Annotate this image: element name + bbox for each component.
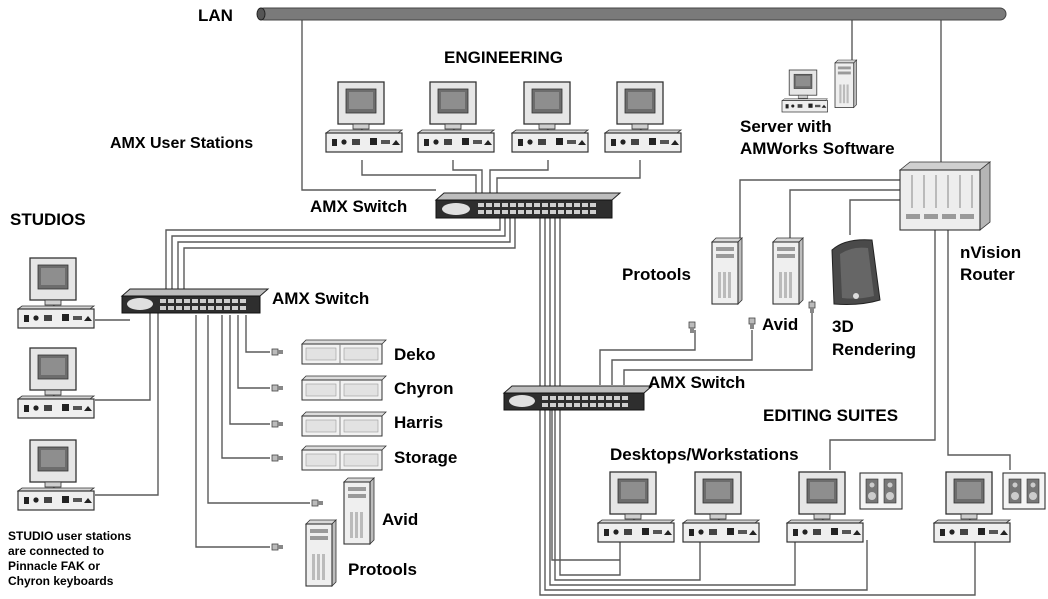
connector-avid-left <box>311 499 324 507</box>
protools-tower-icon <box>305 519 337 587</box>
avid-tower-icon <box>343 477 375 545</box>
kvm-switch-icon <box>120 288 270 314</box>
engineering-workstation-3 <box>511 81 589 153</box>
nvision-label-line1: nVision <box>960 243 1021 262</box>
cabling <box>95 14 1011 596</box>
engineering-workstation-2 <box>417 81 495 153</box>
engineering-label: ENGINEERING <box>444 48 563 67</box>
router-icon <box>898 161 992 231</box>
engineering-workstation-1 <box>325 81 403 153</box>
editing-workstation-2 <box>682 471 760 543</box>
lan-label: LAN <box>198 6 233 25</box>
editing-suites-label: EDITING SUITES <box>763 406 898 425</box>
connector-protools-left <box>271 543 284 551</box>
server-label-line1: Server with <box>740 117 832 136</box>
rendering-workstation-icon <box>831 239 881 305</box>
protools-right-label: Protools <box>622 265 691 284</box>
connector-3d-rendering <box>808 301 816 314</box>
editing-workstation-4 <box>933 471 1011 543</box>
kvm-switch-icon <box>502 385 654 411</box>
chyron-label: Chyron <box>394 379 454 398</box>
rendering-label-line2: Rendering <box>832 340 916 359</box>
harris-rack-device-icon <box>301 411 387 437</box>
engineering-workstation-4 <box>604 81 682 153</box>
chyron-rack-device-icon <box>301 375 387 401</box>
avid-left-label: Avid <box>382 510 418 529</box>
connector-harris <box>271 420 284 428</box>
nvision-label-line2: Router <box>960 265 1015 284</box>
harris-label: Harris <box>394 413 443 432</box>
editing-workstation-1 <box>597 471 675 543</box>
avid-right-label: Avid <box>762 315 798 334</box>
amx-switch-top-label: AMX Switch <box>310 197 407 216</box>
server-label-line2: AMWorks Software <box>740 139 895 158</box>
storage-rack-device-icon <box>301 445 387 471</box>
amx-user-stations-label: AMX User Stations <box>110 135 253 152</box>
connector-chyron <box>271 384 284 392</box>
connector-deko <box>271 348 284 356</box>
studio-note-line3: Pinnacle FAK or <box>8 559 100 573</box>
studio-workstation-3 <box>17 439 95 511</box>
deko-label: Deko <box>394 345 436 364</box>
amx-switch-right-label: AMX Switch <box>648 373 745 392</box>
studio-note-line2: are connected to <box>8 544 104 558</box>
avid-tower-icon-right <box>772 237 804 305</box>
studio-workstation-1 <box>17 257 95 329</box>
protools-left-label: Protools <box>348 560 417 579</box>
rendering-label-line1: 3D <box>832 317 854 336</box>
lan-backbone <box>256 7 1007 21</box>
connector-storage <box>271 454 284 462</box>
editing-workstation-3 <box>786 471 864 543</box>
storage-label: Storage <box>394 448 457 467</box>
desktops-label: Desktops/Workstations <box>610 445 799 464</box>
protools-tower-icon-right <box>711 237 743 305</box>
studio-note-line1: STUDIO user stations <box>8 529 132 543</box>
studio-workstation-2 <box>17 347 95 419</box>
speakers-icon <box>859 472 903 510</box>
connector-protools-right <box>688 321 696 334</box>
speakers-icon <box>1002 472 1046 510</box>
studios-label: STUDIOS <box>10 210 86 229</box>
amx-switch-left-label: AMX Switch <box>272 289 369 308</box>
connector-avid-right <box>748 317 756 330</box>
server-icon <box>781 59 857 113</box>
kvm-switch-icon <box>434 192 622 219</box>
deko-rack-device-icon <box>301 339 387 365</box>
studio-note-line4: Chyron keyboards <box>8 574 114 588</box>
